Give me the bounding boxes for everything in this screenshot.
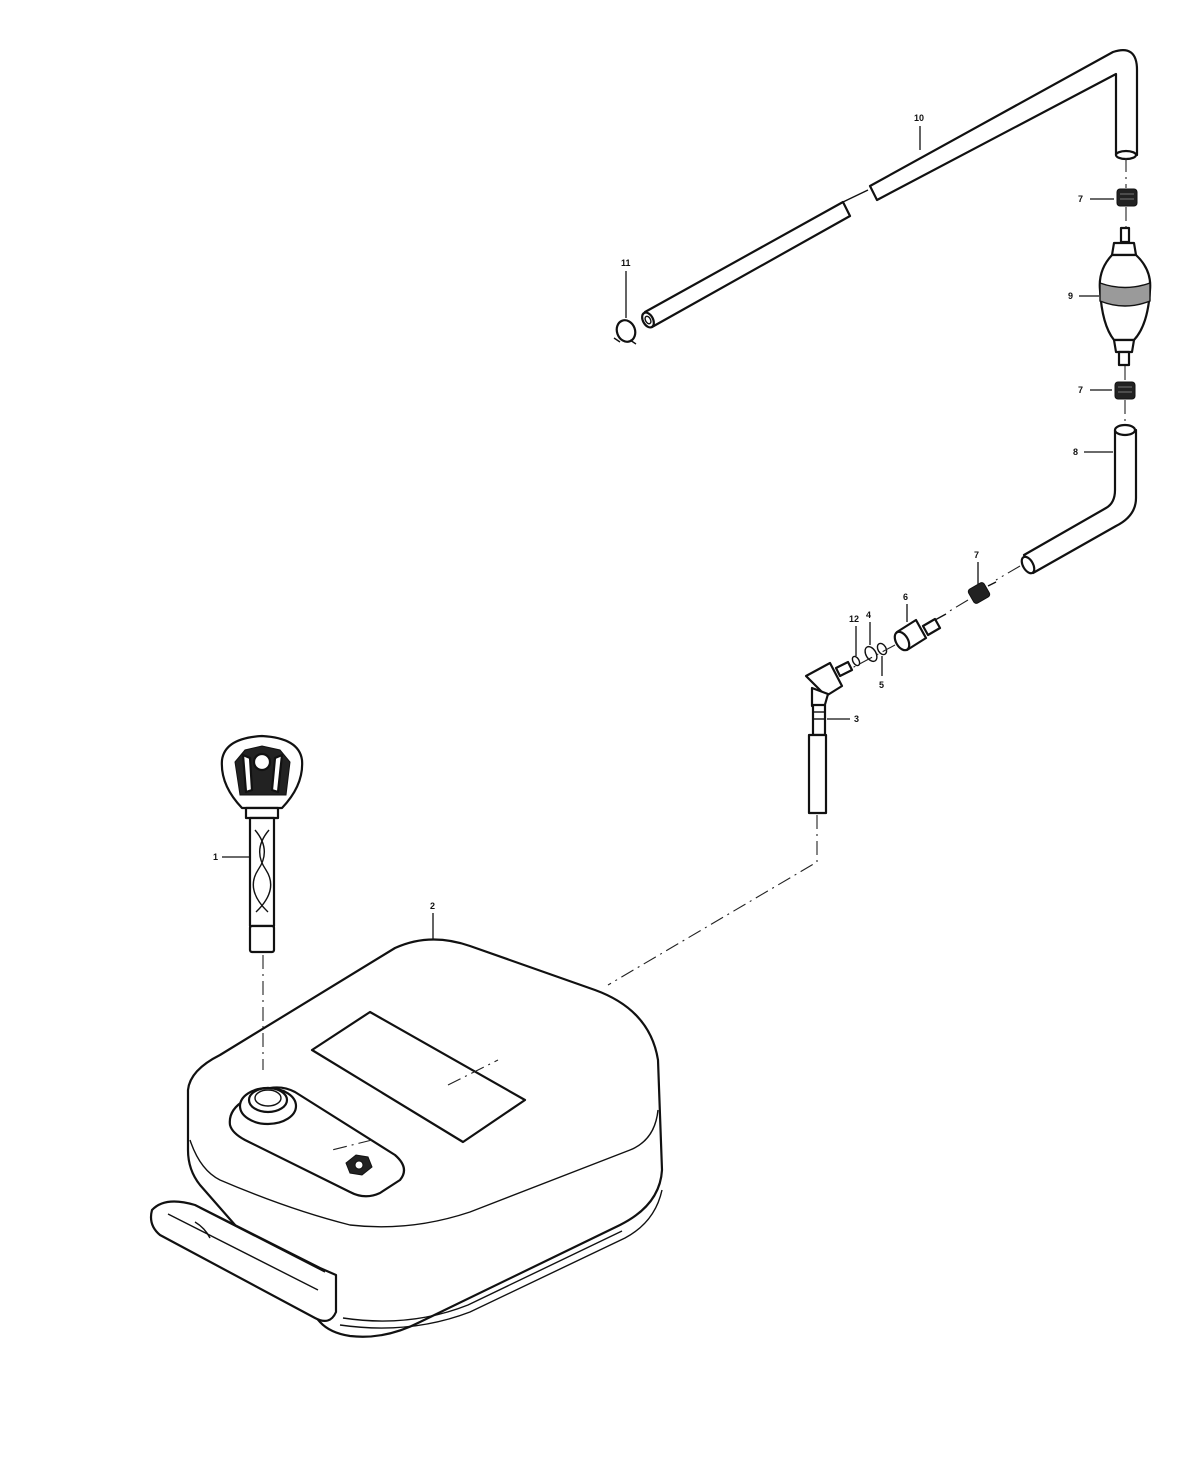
assembly-guide-lines: [262, 158, 1127, 1151]
callout-11: 11: [621, 258, 631, 268]
part-3-pickup-tube: [804, 660, 854, 815]
callout-1: 1: [213, 852, 218, 862]
part-5-o-ring: [876, 642, 888, 656]
part-7-fitting-upper: [1116, 188, 1138, 207]
callout-labels: 10 11 7 9 7 8 7 6 4 12 5 3 1 2: [213, 113, 1083, 911]
callout-7-lower: 7: [974, 550, 979, 560]
part-6-connector: [893, 613, 947, 652]
callout-5: 5: [879, 680, 884, 690]
callout-2: 2: [430, 901, 435, 911]
part-9-primer-bulb: [1098, 226, 1152, 367]
part-11-hose-clamp: [613, 319, 637, 345]
part-10-fuel-hose: [641, 49, 1139, 329]
callout-7-upper: 7: [1078, 194, 1083, 204]
callout-6: 6: [903, 592, 908, 602]
part-8-fuel-hose: [1020, 423, 1138, 575]
callout-8: 8: [1073, 447, 1078, 457]
part-2-fuel-tank: [149, 938, 664, 1338]
callout-12: 12: [849, 614, 859, 624]
part-4-o-ring: [864, 645, 878, 663]
part-7-fitting-lower: [967, 581, 997, 604]
part-7-fitting-middle: [1114, 381, 1136, 400]
callout-leaders: [222, 126, 1114, 940]
callout-10: 10: [914, 113, 924, 123]
part-12-seal: [851, 655, 861, 667]
callout-9: 9: [1068, 291, 1073, 301]
callout-4: 4: [866, 610, 871, 620]
callout-7-middle: 7: [1078, 385, 1083, 395]
part-1-fuel-gauge: [220, 734, 304, 954]
callout-3: 3: [854, 714, 859, 724]
